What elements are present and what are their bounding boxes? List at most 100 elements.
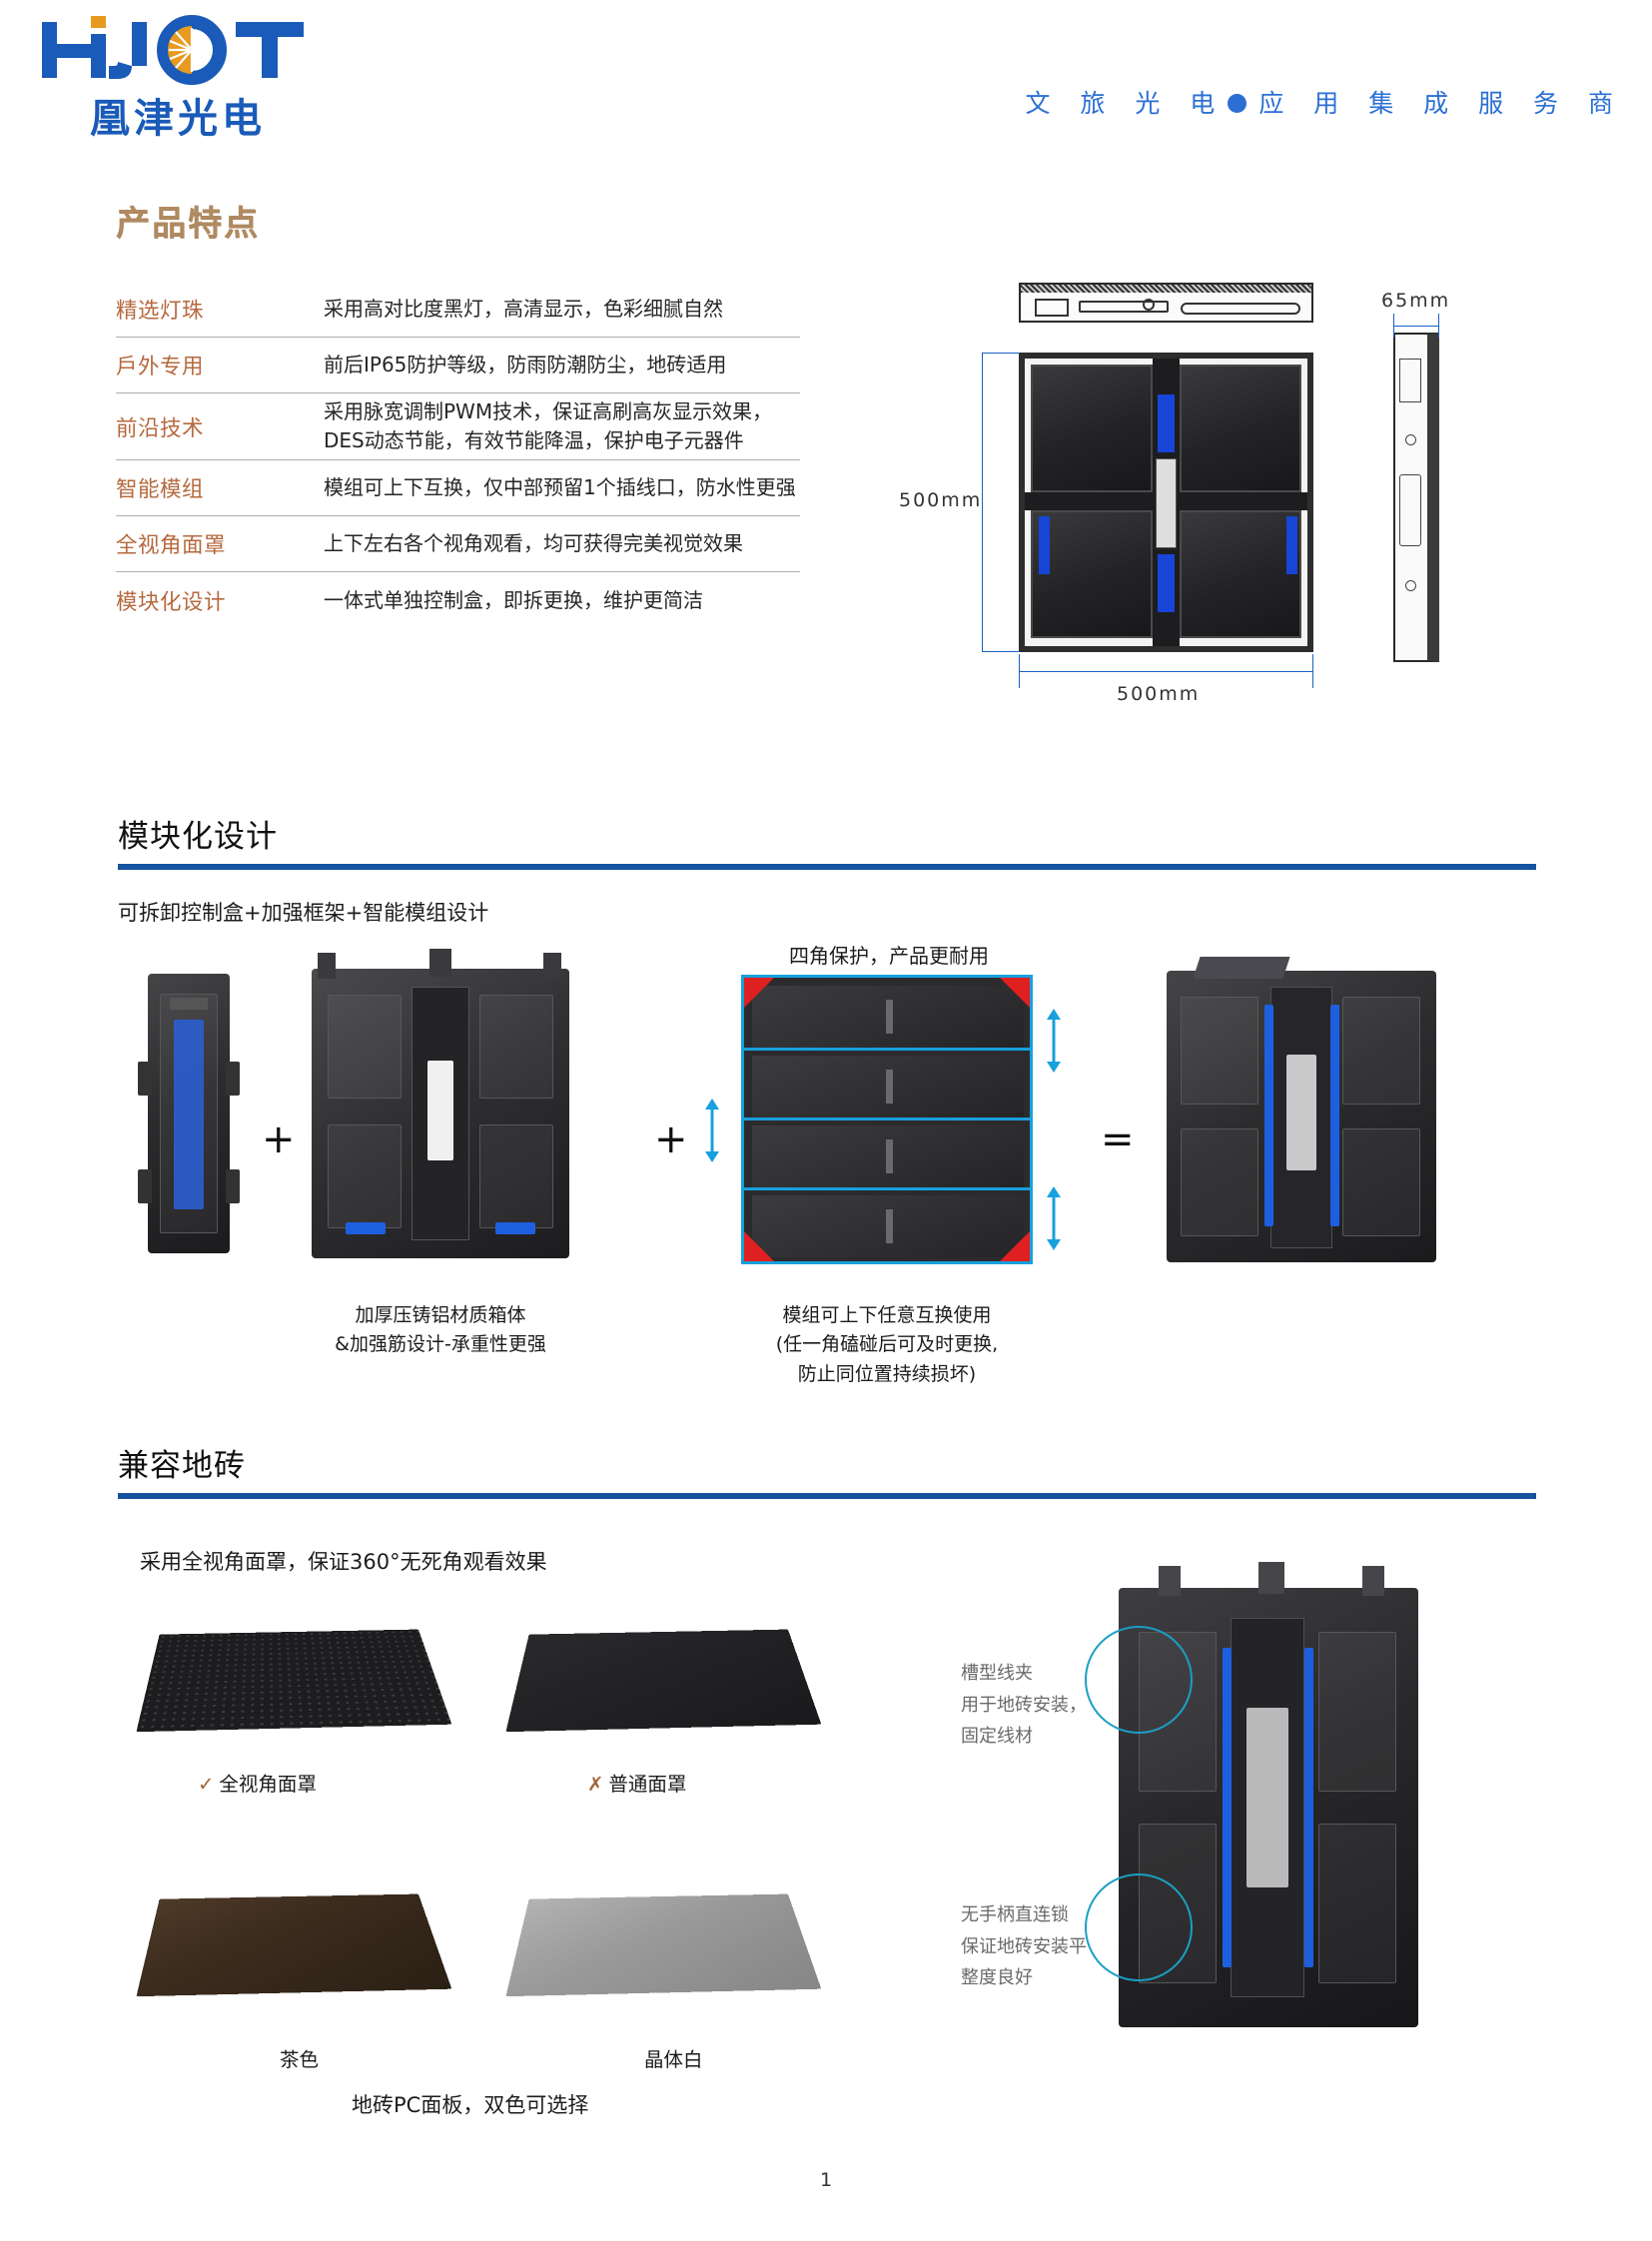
table-row: 戶外专用 前后IP65防护等级，防雨防潮防尘，地砖适用 — [116, 338, 800, 393]
equals-operator: = — [1101, 1117, 1135, 1162]
dimension-line-depth — [1393, 326, 1439, 328]
dimension-line-height — [982, 353, 984, 652]
page-number: 1 — [819, 2169, 833, 2191]
mask-good-text: 全视角面罩 — [219, 1773, 317, 1796]
callout-cable-clip: 槽型线夹 用于地砖安装， 固定线材 — [961, 1658, 1087, 1753]
feature-value: 采用高对比度黑灯，高清显示，色彩细腻自然 — [324, 295, 723, 324]
section-floor-tile-subtitle: 采用全视角面罩，保证360°无死角观看效果 — [140, 1550, 547, 1574]
check-icon: ✓ — [198, 1773, 215, 1796]
section-floor-tile-header: 兼容地砖 — [118, 1440, 1536, 1499]
callout-direct-lock-line2: 保证地砖安装平 — [961, 1935, 1087, 1957]
tagline-left-text: 文 旅 光 电 — [1025, 89, 1227, 118]
dimension-tick-bottom — [982, 651, 1020, 653]
swap-arrow-left-icon — [705, 1099, 719, 1162]
callout-cable-clip-line3: 固定线材 — [961, 1726, 1033, 1747]
table-row: 全视角面罩 上下左右各个视角观看，均可获得完美视觉效果 — [116, 516, 800, 572]
control-box-image — [138, 974, 240, 1253]
corner-protector-tr — [1000, 978, 1030, 1008]
corner-protector-br — [1000, 1231, 1030, 1261]
tagline-dot-icon — [1228, 93, 1247, 113]
feature-value-line1: 模组可上下互换，仅中部预留1个插线口，防水性更强 — [324, 475, 796, 499]
dimension-label-height: 500mm — [899, 489, 983, 511]
highlight-circle-cable-clip — [1085, 1626, 1193, 1734]
feature-key: 全视角面罩 — [116, 533, 227, 558]
tile-full-view-mask-image — [136, 1629, 452, 1733]
dimension-label-width: 500mm — [1117, 683, 1201, 705]
hjot-logo-icon — [42, 15, 304, 85]
section-title: 兼容地砖 — [118, 1448, 246, 1484]
dimension-tick-right — [1312, 654, 1314, 688]
module-caption: 模组可上下任意互换使用 (任一角磕碰后可及时更换, 防止同位置持续损坏) — [737, 1301, 1037, 1389]
tile-white-pc-panel-image — [505, 1893, 822, 1997]
dimension-tick-left — [1019, 654, 1021, 688]
feature-value-line1: 一体式单独控制盒，即拆更换，维护更简洁 — [324, 587, 703, 612]
callout-direct-lock-line3: 整度良好 — [961, 1967, 1033, 1988]
dimension-tick-top — [982, 353, 1020, 355]
module-caption-line2: (任一角磕碰后可及时更换, — [775, 1333, 999, 1356]
tile-brown-label: 茶色 — [280, 2048, 320, 2071]
callout-direct-lock: 无手柄直连锁 保证地砖安装平 整度良好 — [961, 1899, 1087, 1994]
panel-top-view — [1019, 283, 1313, 323]
tile-brown-pc-panel-image — [136, 1893, 452, 1997]
callout-direct-lock-line1: 无手柄直连锁 — [961, 1904, 1069, 1925]
module-stack-image — [741, 975, 1033, 1264]
feature-value: 模组可上下互换，仅中部预留1个插线口，防水性更强 — [324, 473, 796, 502]
frame-image — [312, 949, 569, 1258]
tile-pc-panel-note: 地砖PC面板，双色可选择 — [352, 2093, 589, 2117]
corner-protector-bl — [744, 1231, 774, 1261]
corner-protection-note: 四角保护，产品更耐用 — [789, 944, 989, 968]
table-row: 智能模组 模组可上下互换，仅中部预留1个插线口，防水性更强 — [116, 460, 800, 516]
assembled-cabinet-image — [1167, 957, 1436, 1262]
swap-arrow-right-bottom-icon — [1047, 1186, 1061, 1250]
feature-key: 模块化设计 — [116, 589, 227, 615]
feature-key: 前沿技术 — [116, 415, 205, 441]
plus-operator-1: + — [262, 1117, 296, 1162]
feature-value-line1: 上下左右各个视角观看，均可获得完美视觉效果 — [324, 531, 743, 555]
feature-value-line2: DES动态节能，有效节能降温，保护电子元器件 — [324, 428, 744, 452]
section-rule-divider — [118, 864, 1536, 870]
feature-value: 采用脉宽调制PWM技术，保证高刷高灰显示效果， DES动态节能，有效节能降温，保… — [324, 397, 772, 455]
cross-icon: ✗ — [587, 1773, 604, 1796]
page-header: 凰津光电 文 旅 光 电 应 用 集 成 服 务 商 — [0, 0, 1652, 150]
frame-caption-line2: &加强筋设计-承重性更强 — [335, 1333, 546, 1356]
tile-ordinary-mask-label: ✗普通面罩 — [587, 1768, 686, 1797]
highlight-circle-direct-lock — [1085, 1873, 1193, 1981]
module-caption-line3: 防止同位置持续损坏) — [797, 1362, 977, 1385]
panel-side-view — [1393, 333, 1439, 662]
section-modular-subtitle: 可拆卸控制盒+加强框架+智能模组设计 — [118, 901, 489, 925]
tagline-right-text: 应 用 集 成 服 务 商 — [1258, 89, 1624, 118]
feature-value-line1: 采用脉宽调制PWM技术，保证高刷高灰显示效果， — [324, 399, 773, 423]
panel-front-view — [1019, 353, 1313, 652]
table-row: 前沿技术 采用脉宽调制PWM技术，保证高刷高灰显示效果， DES动态节能，有效节… — [116, 393, 800, 460]
dimension-tick-depth-right — [1438, 314, 1440, 338]
corner-protector-tl — [744, 978, 774, 1008]
dimension-label-depth: 65mm — [1381, 290, 1451, 312]
tile-full-view-mask-label: ✓全视角面罩 — [198, 1768, 317, 1797]
feature-value-line1: 采用高对比度黑灯，高清显示，色彩细腻自然 — [324, 297, 723, 321]
section-rule-divider — [118, 1493, 1536, 1499]
mask-bad-text: 普通面罩 — [608, 1773, 687, 1796]
swap-arrow-right-top-icon — [1047, 1009, 1061, 1073]
header-tagline: 文 旅 光 电应 用 集 成 服 务 商 — [1025, 84, 1624, 120]
feature-value: 前后IP65防护等级，防雨防潮防尘，地砖适用 — [324, 351, 726, 379]
frame-caption-line1: 加厚压铸铝材质箱体 — [355, 1304, 526, 1326]
feature-value-line1: 前后IP65防护等级，防雨防潮防尘，地砖适用 — [324, 353, 727, 376]
callout-cable-clip-line1: 槽型线夹 — [961, 1663, 1033, 1684]
feature-key: 智能模组 — [116, 477, 205, 502]
section-modular-design-header: 模块化设计 — [118, 811, 1536, 870]
feature-key: 精选灯珠 — [116, 299, 205, 324]
product-features-table: 精选灯珠 采用高对比度黑灯，高清显示，色彩细腻自然 戶外专用 前后IP65防护等… — [116, 282, 800, 628]
tile-ordinary-mask-image — [505, 1629, 822, 1733]
plus-operator-2: + — [654, 1117, 688, 1162]
logo-chinese-name: 凰津光电 — [90, 96, 266, 142]
section-title: 模块化设计 — [118, 819, 278, 855]
dimension-line-width — [1019, 671, 1313, 673]
callout-cable-clip-line2: 用于地砖安装， — [961, 1694, 1087, 1716]
feature-value: 一体式单独控制盒，即拆更换，维护更简洁 — [324, 586, 703, 615]
section-product-features-title: 产品特点 — [116, 204, 260, 244]
company-logo: 凰津光电 — [40, 14, 310, 142]
module-caption-line1: 模组可上下任意互换使用 — [782, 1304, 992, 1326]
tile-white-label: 晶体白 — [644, 2048, 703, 2071]
table-row: 模块化设计 一体式单独控制盒，即拆更换，维护更简洁 — [116, 572, 800, 628]
dimension-tick-depth-left — [1393, 314, 1395, 338]
